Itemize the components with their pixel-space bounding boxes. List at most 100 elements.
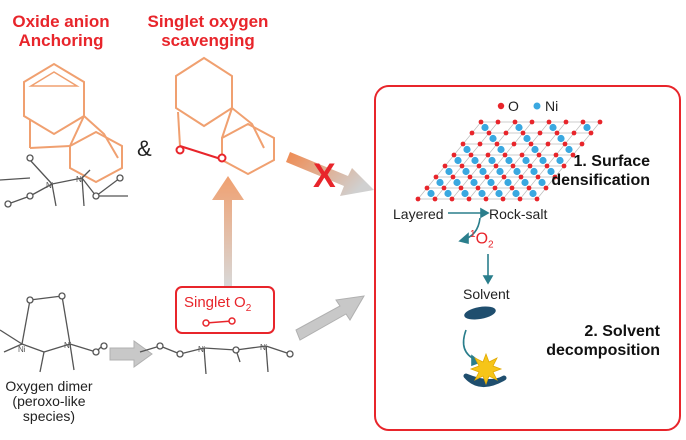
nickel-atom: [462, 167, 470, 176]
released-nickel-cluster: [139, 342, 294, 375]
header-oxide-anchoring: Oxide anion Anchoring: [0, 12, 136, 50]
legend-ni-dot: [533, 102, 541, 110]
header-oxide-line2: Anchoring: [18, 31, 104, 50]
oxygen-atom: [597, 119, 603, 125]
nickel-atom: [496, 167, 504, 176]
nickel-atom: [427, 189, 435, 198]
oxygen-atom: [529, 119, 535, 125]
nickel-atom: [505, 156, 513, 165]
oxygen-atom: [562, 141, 568, 147]
oxygen-atom: [475, 185, 481, 191]
nickel-atom: [470, 178, 478, 187]
decomposed-solvent: [463, 373, 507, 387]
nickel-atom: [487, 178, 495, 187]
oxygen-atom: [495, 119, 501, 125]
oxygen-atom: [570, 152, 576, 158]
nickel-atom: [479, 167, 487, 176]
block-x-symbol: X: [313, 157, 336, 195]
nickel-atom: [549, 123, 557, 132]
oxygen-atom: [588, 130, 594, 136]
step1-line2: densification: [551, 172, 650, 189]
lattice-grid: [415, 119, 603, 202]
nickel-atom: [531, 145, 539, 154]
oxygen-atom: [509, 185, 515, 191]
nickel-atom: [461, 189, 469, 198]
oxygen-atom: [415, 196, 421, 202]
oxygen-atom: [579, 141, 585, 147]
oxygen-atom: [527, 163, 533, 169]
oxygen-atom: [478, 119, 484, 125]
nickel-atom: [478, 189, 486, 198]
panel-singlet-sub: 2: [488, 239, 494, 251]
layered-label: Layered: [393, 206, 444, 222]
oxygen-atom: [545, 141, 551, 147]
oxygen-atom: [442, 163, 448, 169]
oxygen-atom: [519, 152, 525, 158]
nickel-atom: [522, 156, 530, 165]
nickel-atom: [489, 134, 497, 143]
ni-label-release-1: Ni: [198, 345, 206, 354]
oxygen-atom: [483, 196, 489, 202]
nickel-atom: [583, 123, 591, 132]
left-nickel-cluster: [0, 154, 128, 208]
oxygen-atom: [467, 174, 473, 180]
nickel-atom: [565, 145, 573, 154]
oxygen-atom: [484, 174, 490, 180]
panel-singlet-o: O: [475, 230, 489, 248]
oxygen-atom: [503, 130, 509, 136]
layered-to-rocksalt-arrow: [448, 207, 490, 245]
ni-label-dimer-1: Ni: [18, 345, 26, 354]
oxygen-atom: [459, 163, 465, 169]
oxygen-atom: [543, 185, 549, 191]
oxygen-atom: [501, 174, 507, 180]
oxygen-atom: [526, 185, 532, 191]
oxygen-atom: [520, 130, 526, 136]
oxygen-atom: [449, 196, 455, 202]
nickel-atom: [547, 167, 555, 176]
nickel-atom: [504, 178, 512, 187]
nickel-atom: [445, 167, 453, 176]
oxygen-atom: [580, 119, 586, 125]
nickel-atom: [512, 189, 520, 198]
nickel-atom: [529, 189, 537, 198]
step1-label: 1. Surface densification: [548, 152, 650, 190]
scavenging-molecule: [175, 56, 275, 176]
nickel-atom: [539, 156, 547, 165]
nickel-atom: [444, 189, 452, 198]
and-symbol: &: [137, 136, 152, 161]
nickel-atom: [523, 134, 531, 143]
legend-o-dot: [497, 102, 505, 110]
oxygen-atom: [546, 119, 552, 125]
nickel-atom: [521, 178, 529, 187]
oxygen-atom: [477, 141, 483, 147]
nickel-atom: [463, 145, 471, 154]
step1-line1: 1. Surface: [573, 153, 650, 170]
oxygen-atom: [561, 163, 567, 169]
horizontal-arrow: [109, 340, 153, 368]
oxygen-atom: [534, 196, 540, 202]
solvent-label: Solvent: [463, 286, 510, 302]
oxygen-atom: [500, 196, 506, 202]
oxygen-atom: [432, 196, 438, 202]
oxygen-atom: [554, 130, 560, 136]
oxygen-atom: [468, 152, 474, 158]
oxygen-atom: [536, 152, 542, 158]
nickel-atom: [453, 178, 461, 187]
anchored-fluorene-molecule: [23, 62, 123, 184]
ni-label-release-2: Ni: [260, 343, 268, 352]
oxygen-atom: [451, 152, 457, 158]
blocked-diagonal-arrow: [286, 152, 374, 196]
legend-o-label: O: [508, 98, 519, 114]
singlet-o2-box: [175, 286, 275, 334]
oxygen-atom: [510, 163, 516, 169]
step2-line1: 2. Solvent: [584, 323, 660, 340]
oxygen-dimer-line3: species): [22, 408, 76, 424]
oxygen-atom: [441, 185, 447, 191]
oxygen-atom: [512, 119, 518, 125]
oxygen-atom: [517, 196, 523, 202]
ni-label-dimer-2: Ni: [64, 341, 72, 350]
rocksalt-label: Rock-salt: [489, 206, 548, 222]
oxygen-atom: [528, 141, 534, 147]
nickel-atom: [530, 167, 538, 176]
nickel-atom: [513, 167, 521, 176]
